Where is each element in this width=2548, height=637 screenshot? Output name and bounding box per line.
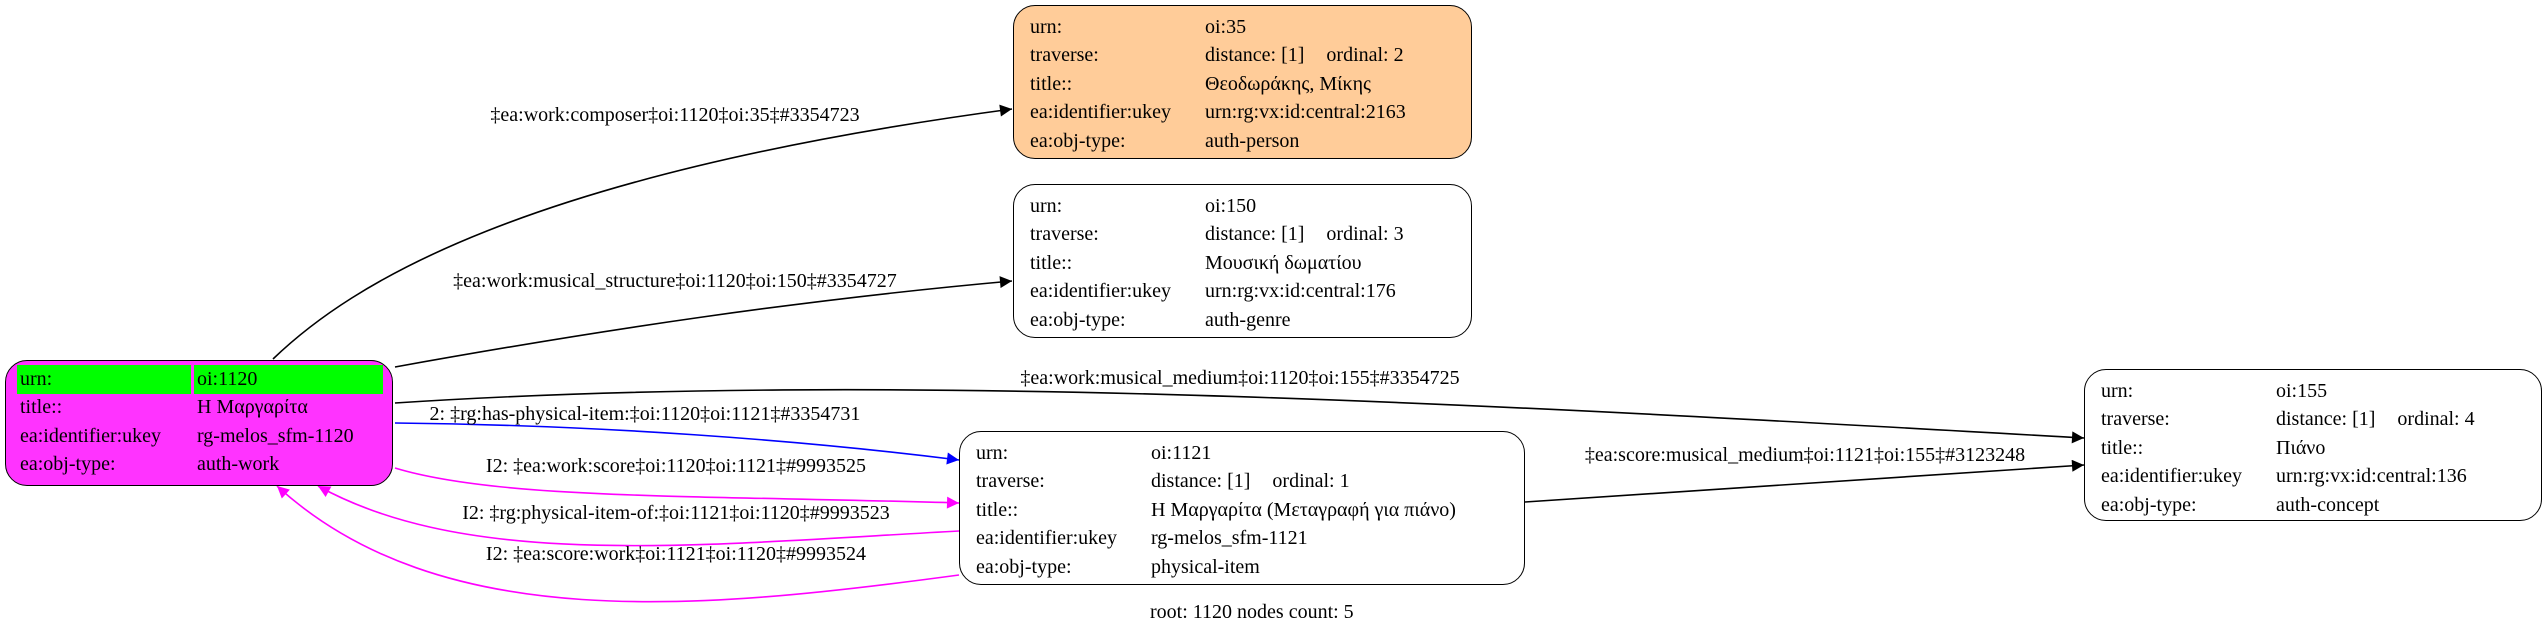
node-row-obj-type: ea:obj-type:auth-concept	[2101, 493, 2380, 516]
distance: distance: [1]	[1205, 44, 1305, 67]
ordinal: ordinal: 4	[2397, 408, 2475, 431]
node-row-obj-type: ea:obj-type:auth-work	[20, 453, 280, 476]
distance: distance: [1]	[1151, 470, 1251, 493]
node-row-title: title::Μουσική δωματίου	[1030, 251, 1362, 274]
edge-score-work	[276, 485, 960, 603]
node-row-obj-type: ea:obj-type:physical-item	[976, 555, 1260, 578]
node-oi-155[interactable]: urn:oi:155 traverse:distance: [1]ordinal…	[2084, 369, 2542, 521]
node-oi-35[interactable]: urn:oi:35 traverse:distance: [1]ordinal:…	[1013, 5, 1472, 159]
node-row-urn: urn:oi:155	[2101, 379, 2328, 402]
edge-label-work-score: I2: ‡ea:work:score‡oi:1120‡oi:1121‡#9993…	[486, 455, 866, 477]
edge-musical-structure	[394, 276, 1013, 368]
ordinal: ordinal: 2	[1326, 44, 1404, 67]
node-oi-150[interactable]: urn:oi:150 traverse:distance: [1]ordinal…	[1013, 184, 1472, 338]
edge-composer	[272, 104, 1013, 360]
node-row-title: title::Θεοδωράκης, Μίκης	[1030, 72, 1371, 95]
node-row-title: title::Η Μαργαρίτα	[20, 396, 308, 419]
edge-label-musical-structure: ‡ea:work:musical_structure‡oi:1120‡oi:15…	[453, 270, 897, 292]
edge-label-score-work: I2: ‡ea:score:work‡oi:1121‡oi:1120‡#9993…	[486, 543, 866, 565]
edge-label-work-musical-medium: ‡ea:work:musical_medium‡oi:1120‡oi:155‡#…	[1020, 367, 1459, 389]
distance: distance: [1]	[1205, 223, 1305, 246]
edge-physical-item-of	[317, 485, 960, 547]
node-row-traverse: traverse:distance: [1]ordinal: 4	[2101, 408, 2475, 431]
node-row-urn: urn:oi:1120	[17, 365, 383, 394]
edge-work-musical-medium	[394, 388, 2085, 444]
graph-footer: root: 1120 nodes count: 5	[1150, 601, 1354, 623]
node-row-title: title::Η Μαργαρίτα (Μεταγραφή για πιάνο)	[976, 498, 1456, 521]
node-row-urn: urn:oi:35	[1030, 15, 1247, 38]
node-row-title: title::Πιάνο	[2101, 436, 2326, 459]
edge-label-score-musical-medium: ‡ea:score:musical_medium‡oi:1121‡oi:155‡…	[1585, 444, 2025, 466]
ordinal: ordinal: 1	[1272, 470, 1350, 493]
distance: distance: [1]	[2276, 408, 2376, 431]
node-row-urn: urn:oi:1121	[976, 441, 1212, 464]
node-row-traverse: traverse:distance: [1]ordinal: 3	[1030, 223, 1404, 246]
edge-work-score	[394, 467, 960, 509]
edge-label-composer: ‡ea:work:composer‡oi:1120‡oi:35‡#3354723	[490, 104, 859, 126]
node-row-obj-type: ea:obj-type:auth-genre	[1030, 308, 1291, 331]
ordinal: ordinal: 3	[1326, 223, 1404, 246]
node-row-obj-type: ea:obj-type:auth-person	[1030, 129, 1300, 152]
edge-score-musical-medium	[1524, 459, 2085, 503]
node-row-traverse: traverse:distance: [1]ordinal: 2	[1030, 44, 1404, 67]
node-row-traverse: traverse:distance: [1]ordinal: 1	[976, 470, 1350, 493]
node-row-urn: urn:oi:150	[1030, 194, 1257, 217]
node-oi-1120[interactable]: urn:oi:1120 title::Η Μαργαρίτα ea:identi…	[5, 360, 393, 486]
edge-label-has-physical-item: 2: ‡rg:has-physical-item:‡oi:1120‡oi:112…	[430, 403, 861, 425]
edge-has-physical-item	[394, 422, 960, 465]
edge-label-physical-item-of: I2: ‡rg:physical-item-of:‡oi:1121‡oi:112…	[462, 502, 890, 524]
node-oi-1121[interactable]: urn:oi:1121 traverse:distance: [1]ordina…	[959, 431, 1525, 585]
